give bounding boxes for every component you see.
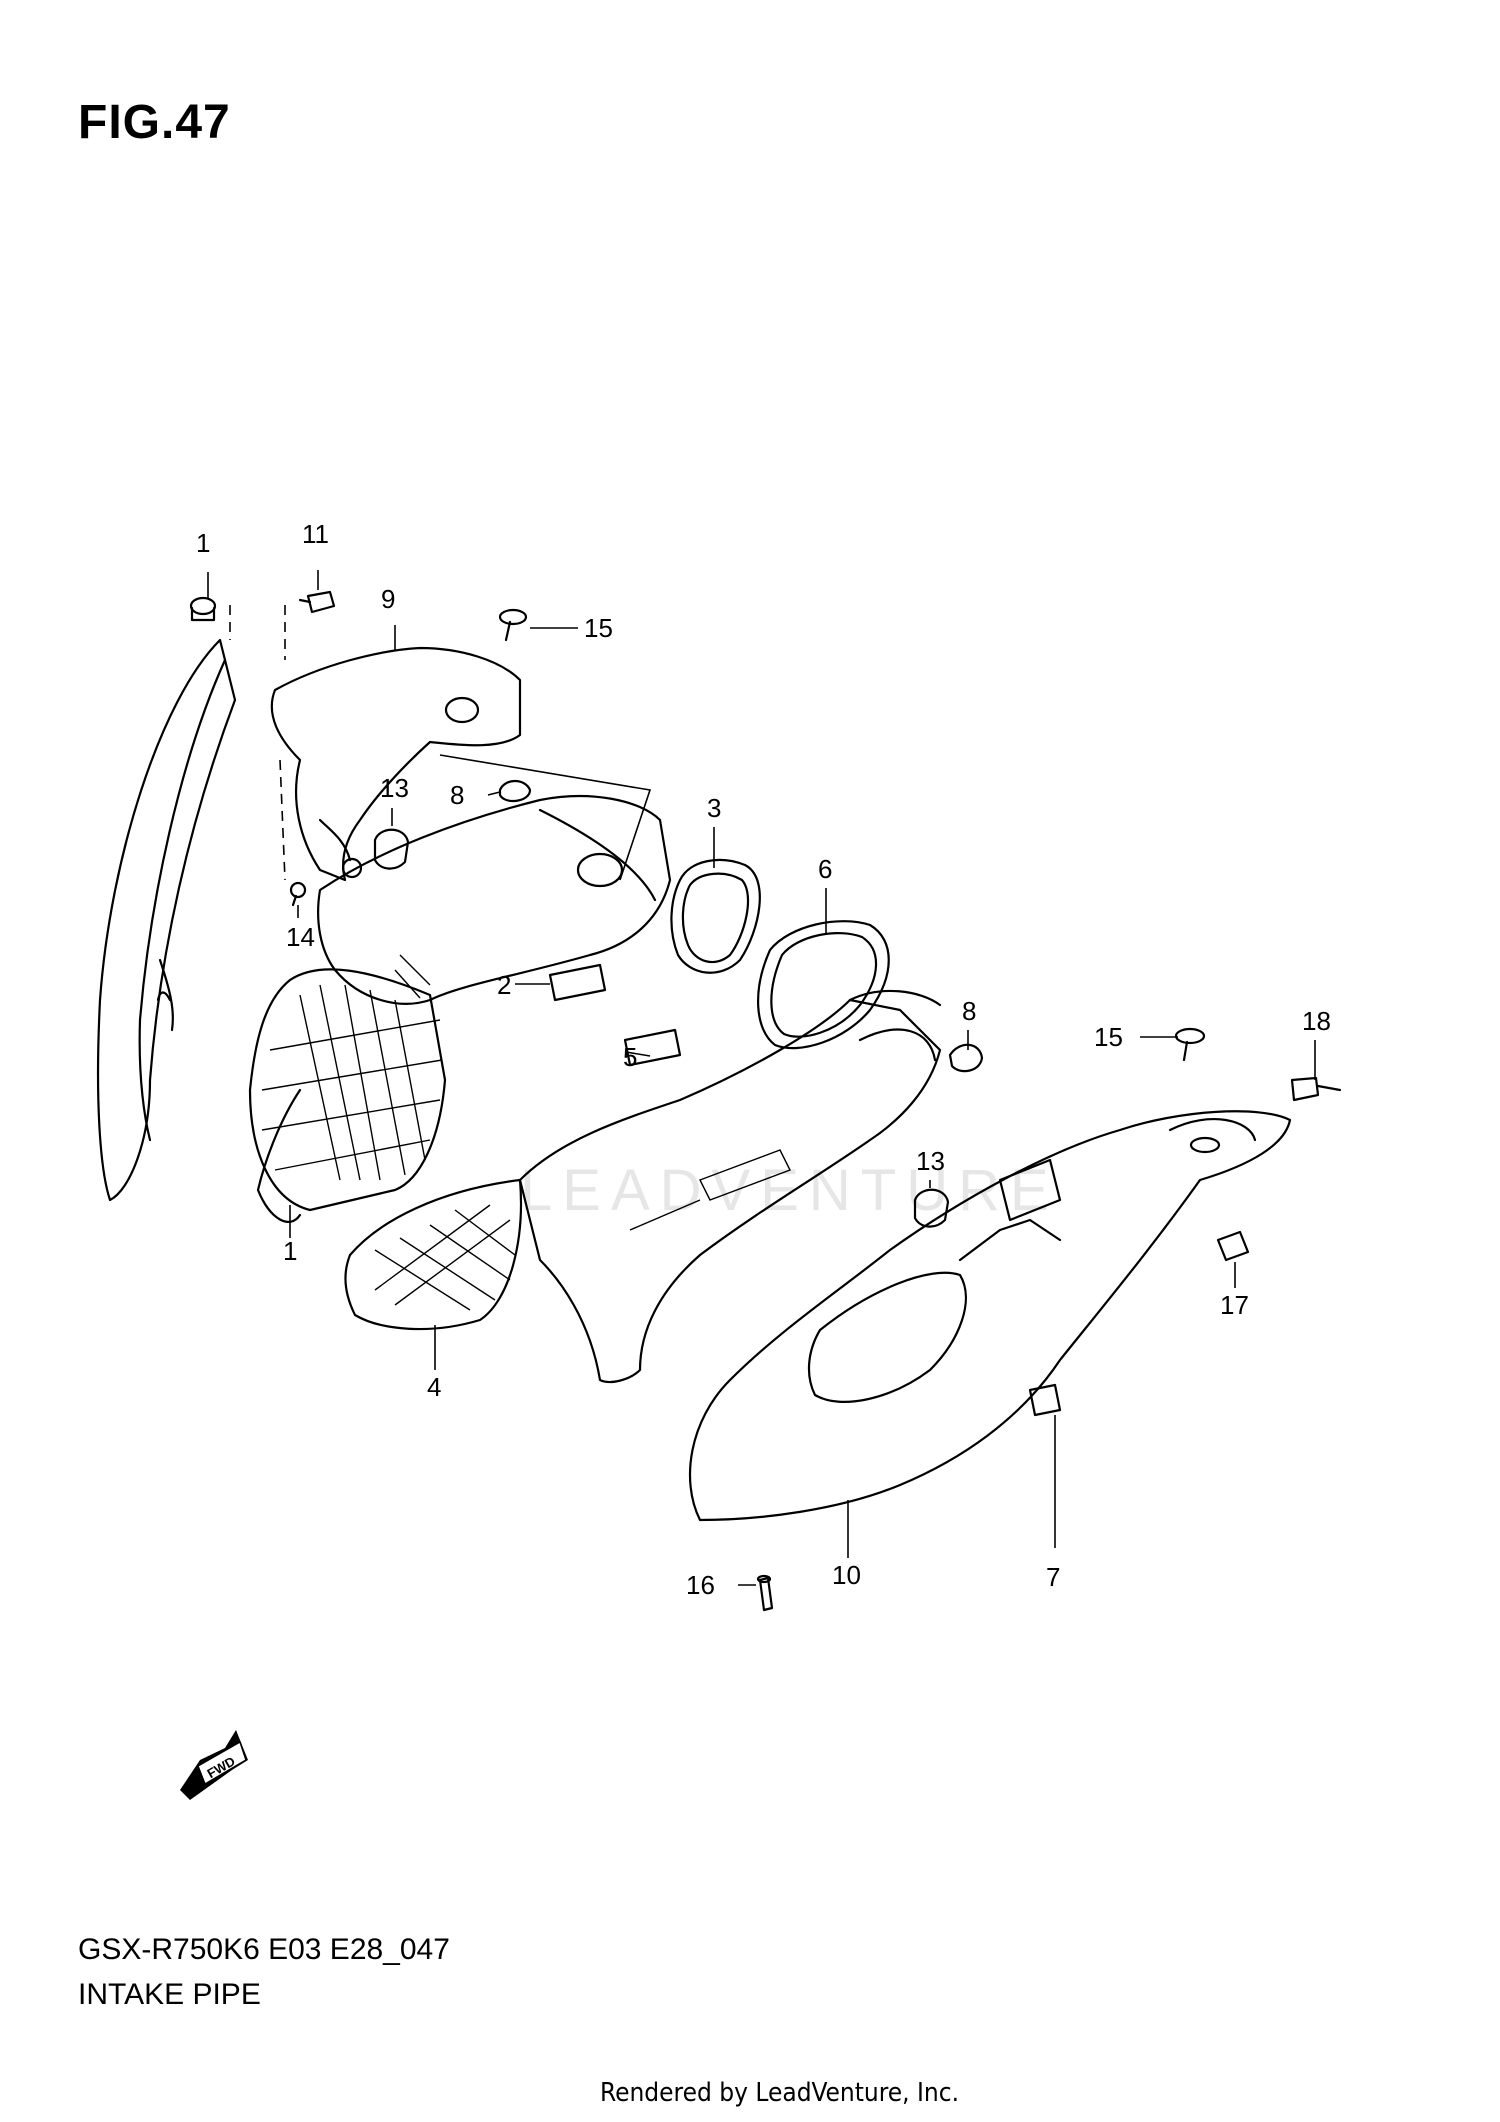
callout-5: 5 [623, 1042, 637, 1072]
callout-15-lower: 15 [1094, 1022, 1123, 1052]
assembly-line-9 [439, 754, 652, 881]
callout-18: 18 [1302, 1006, 1331, 1036]
callout-9: 9 [381, 584, 395, 614]
callout-7: 7 [1046, 1562, 1060, 1592]
part-6-gasket [756, 920, 890, 1050]
part-18-bolt [1290, 1076, 1342, 1102]
callout-4: 4 [427, 1372, 441, 1402]
assembly-line-14 [279, 759, 286, 881]
part-8-grommet-lower [948, 1043, 984, 1073]
callout-13-lower: 13 [916, 1146, 945, 1176]
callout-14: 14 [286, 922, 315, 952]
part-17-clip [1216, 1230, 1250, 1262]
part-7-clip [1028, 1383, 1062, 1417]
part-4-lower-inlet [344, 1178, 523, 1331]
part-14-bolt [289, 881, 307, 907]
callout-15-upper: 15 [584, 613, 613, 643]
callout-17: 17 [1220, 1290, 1249, 1320]
part-15-screw-upper [498, 608, 528, 642]
callout-16: 16 [686, 1570, 715, 1600]
part-12-grommet [189, 596, 217, 622]
callout-13-upper: 13 [380, 773, 409, 803]
part-15-screw-lower [1174, 1027, 1206, 1062]
model-code: GSX-R750K6 E03 E28_047 [78, 1933, 450, 1966]
callout-3: 3 [707, 793, 721, 823]
fwd-arrow-icon: FWD [180, 1730, 248, 1800]
part-11-bolt [298, 590, 336, 614]
part-1-front-intake-duct [96, 638, 302, 1223]
part-16-screw [756, 1574, 774, 1612]
part-13-grommet-upper [373, 828, 410, 870]
callout-1: 1 [283, 1236, 297, 1266]
watermark-text: LEADVENTURE [520, 1158, 1059, 1223]
callout-2: 2 [497, 970, 511, 1000]
callout-8-upper: 8 [450, 780, 464, 810]
render-credit: Rendered by LeadVenture, Inc. [600, 2078, 960, 2108]
part-upper-intake-body [317, 794, 672, 1005]
part-3-ring [670, 858, 761, 974]
part-8-grommet-upper [498, 779, 532, 803]
callout-12: 1 [196, 528, 210, 558]
part-4-intake-grill [248, 968, 447, 1212]
part-5-pad [623, 1028, 682, 1067]
part-10-side-cover [688, 1110, 1292, 1522]
part-13-grommet-lower [913, 1188, 950, 1228]
callout-6: 6 [818, 854, 832, 884]
section-title: INTAKE PIPE [78, 1978, 261, 2011]
callout-11: 11 [302, 519, 329, 549]
part-9-upper-duct [270, 646, 522, 882]
part-main-intake-pipe [518, 989, 942, 1384]
figure-title: FIG.47 [78, 96, 231, 149]
callout-8-lower: 8 [962, 996, 976, 1026]
part-2-pad [548, 963, 607, 1002]
callout-10: 10 [832, 1560, 861, 1590]
